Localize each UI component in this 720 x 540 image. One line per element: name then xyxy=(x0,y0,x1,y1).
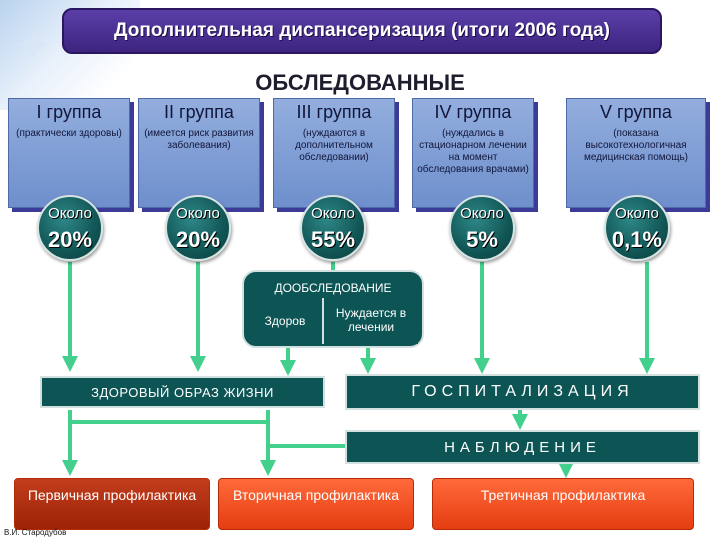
tertiary-prevention-box: Третичная профилактика xyxy=(432,478,694,530)
percent-prefix: Около xyxy=(460,205,504,222)
healthy-lifestyle-label: ЗДОРОВЫЙ ОБРАЗ ЖИЗНИ xyxy=(91,384,274,400)
secondary-prevention-label: Вторичная профилактика xyxy=(233,487,399,503)
percent-value: 20% xyxy=(47,227,93,252)
group-name: III группа xyxy=(296,102,372,122)
observation-box: НАБЛЮДЕНИЕ xyxy=(345,430,700,464)
section-heading: ОБСЛЕДОВАННЫЕ xyxy=(255,70,465,95)
needs-treatment-label: Нуждается в лечении xyxy=(335,306,407,334)
primary-prevention-label: Первичная профилактика xyxy=(27,487,197,503)
percent-circle-1: Около 20% xyxy=(37,195,103,261)
author-credit: В.И. Стародубов xyxy=(4,528,67,537)
group-name: II группа xyxy=(164,102,234,122)
healthy-box: Здоров xyxy=(250,298,320,344)
star-decoration-icon: ✦ xyxy=(14,19,53,71)
percent-circle-5: Около 0,1% xyxy=(604,195,670,261)
percent-prefix: Около xyxy=(311,205,355,222)
hospitalization-label: ГОСПИТАЛИЗАЦИЯ xyxy=(411,383,634,400)
percent-value: 55% xyxy=(310,227,356,252)
tertiary-prevention-label: Третичная профилактика xyxy=(480,487,646,503)
group-box-5: V группа (показана высокотехнологичная м… xyxy=(566,98,706,208)
observation-label: НАБЛЮДЕНИЕ xyxy=(444,438,601,456)
secondary-prevention-box: Вторичная профилактика xyxy=(218,478,414,530)
group-box-4: IV группа (нуждались в стационарном лече… xyxy=(412,98,534,208)
healthy-lifestyle-box: ЗДОРОВЫЙ ОБРАЗ ЖИЗНИ xyxy=(40,376,325,408)
healthy-label: Здоров xyxy=(264,314,306,328)
group-description: (показана высокотехнологичная медицинска… xyxy=(583,128,688,163)
group-box-3: III группа (нуждаются в дополнительном о… xyxy=(273,98,395,208)
primary-prevention-box: Первичная профилактика xyxy=(14,478,210,530)
hospitalization-box: ГОСПИТАЛИЗАЦИЯ xyxy=(345,374,700,410)
group-name: V группа xyxy=(600,102,672,122)
percent-circle-2: Около 20% xyxy=(165,195,231,261)
percent-value: 20% xyxy=(175,227,221,252)
percent-value: 0,1% xyxy=(611,227,663,252)
page-title-text: Дополнительная диспансеризация (итоги 20… xyxy=(113,20,611,41)
page-title: Дополнительная диспансеризация (итоги 20… xyxy=(62,8,662,54)
percent-prefix: Около xyxy=(615,205,659,222)
further-examination-title: ДООБСЛЕДОВАНИЕ xyxy=(274,281,392,295)
group-box-2: II группа (имеется риск развития заболев… xyxy=(138,98,260,208)
group-name: I группа xyxy=(36,102,102,122)
percent-prefix: Около xyxy=(176,205,220,222)
percent-prefix: Около xyxy=(48,205,92,222)
percent-value: 5% xyxy=(466,227,498,252)
group-name: IV группа xyxy=(434,102,512,122)
percent-circle-4: Около 5% xyxy=(449,195,515,261)
group-description: (нуждаются в дополнительном обследовании… xyxy=(295,128,373,163)
percent-circle-3: Около 55% xyxy=(300,195,366,261)
group-box-1: I группа (практически здоровы) xyxy=(8,98,130,208)
group-description: (имеется риск развития заболевания) xyxy=(144,128,254,151)
needs-treatment-box: Нуждается в лечении xyxy=(322,298,418,344)
group-description: (практически здоровы) xyxy=(16,128,122,139)
group-description: (нуждались в стационарном лечении на мом… xyxy=(417,128,529,175)
